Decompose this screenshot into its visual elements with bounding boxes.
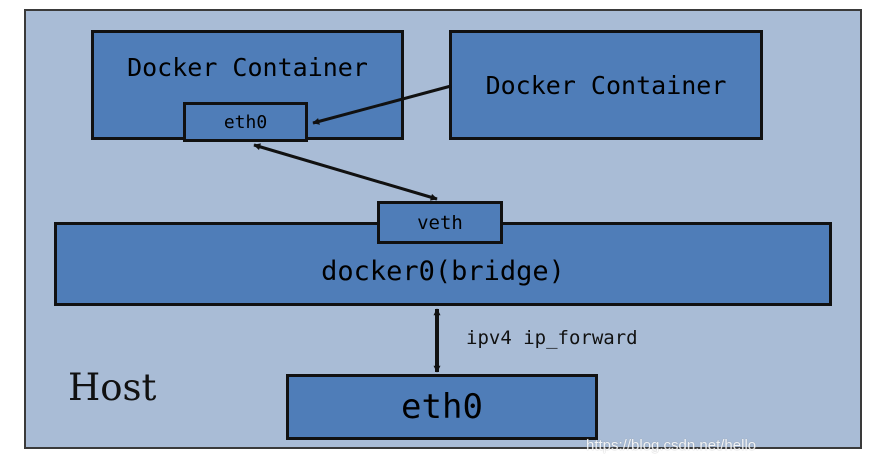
ip-forward-label: ipv4 ip_forward bbox=[466, 327, 638, 349]
veth-label: veth bbox=[417, 211, 463, 234]
container-eth0-label: eth0 bbox=[223, 111, 268, 133]
container-eth0-interface: eth0 bbox=[183, 102, 308, 142]
docker-container-right: Docker Container bbox=[449, 30, 763, 140]
host-eth0-interface: eth0 bbox=[286, 374, 598, 440]
watermark-text: https://blog.csdn.net/hello bbox=[586, 437, 757, 454]
host-label: Host bbox=[68, 366, 157, 409]
arrow-right-container-to-eth0 bbox=[312, 84, 452, 125]
docker-container-right-label: Docker Container bbox=[485, 70, 727, 100]
host-eth0-label: eth0 bbox=[401, 387, 483, 427]
veth-interface: veth bbox=[377, 201, 503, 244]
docker-container-left-label: Docker Container bbox=[127, 53, 368, 82]
docker0-bridge-label: docker0(bridge) bbox=[321, 255, 565, 287]
arrow-eth0-veth-bidirectional bbox=[253, 143, 438, 201]
